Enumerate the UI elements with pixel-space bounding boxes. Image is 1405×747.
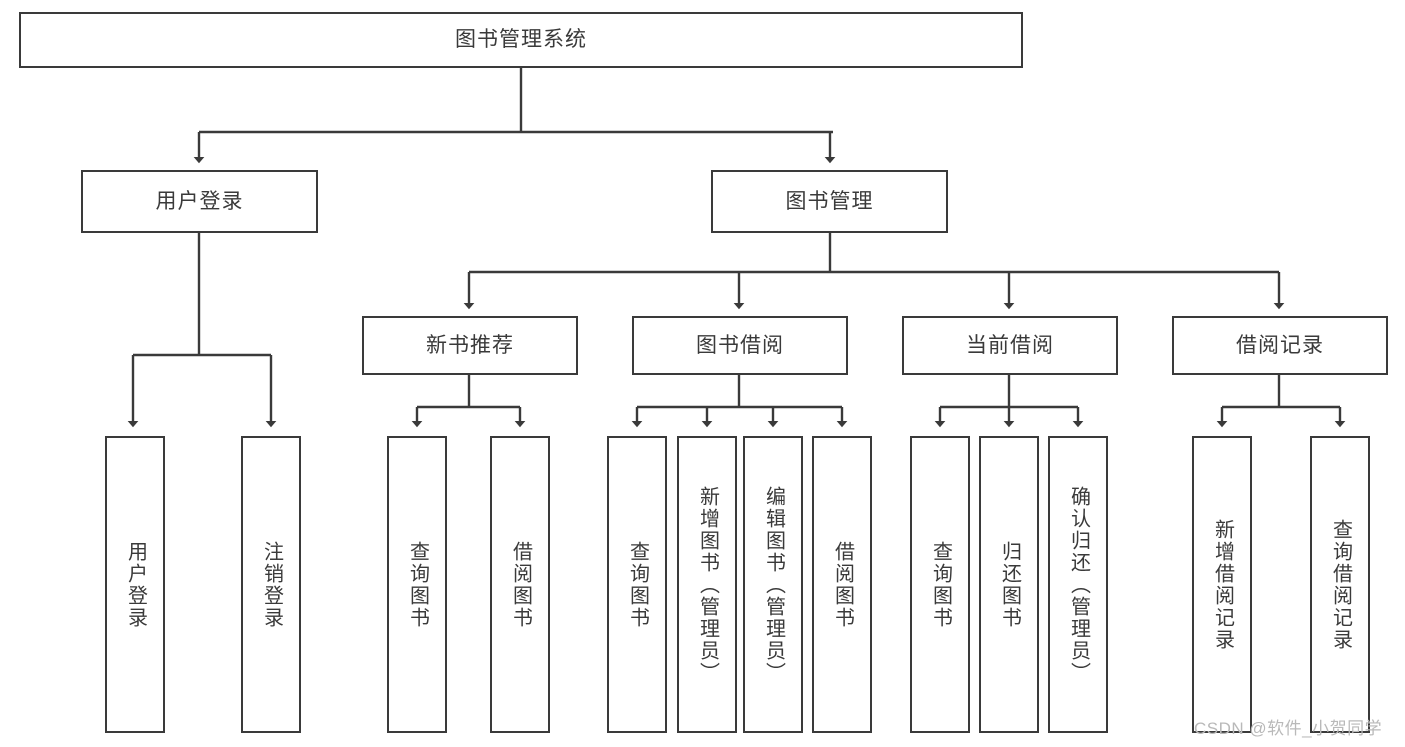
- node-current-borrow[interactable]: 当前借阅: [902, 316, 1118, 375]
- node-leaf-logout[interactable]: 注销登录: [241, 436, 301, 733]
- node-leaf-user-login-label: 用户登录: [124, 540, 147, 629]
- node-user-login[interactable]: 用户登录: [81, 170, 318, 233]
- node-leaf-confirm-return[interactable]: 确认归还（管理员）: [1048, 436, 1108, 733]
- node-leaf-query-book-1[interactable]: 查询图书: [387, 436, 447, 733]
- node-leaf-borrow-book-2[interactable]: 借阅图书: [812, 436, 872, 733]
- csdn-watermark: CSDN @软件_小贺同学: [1194, 719, 1383, 738]
- node-borrow-record-label: 借阅记录: [1236, 333, 1324, 357]
- node-leaf-edit-book[interactable]: 编辑图书（管理员）: [743, 436, 803, 733]
- node-leaf-logout-label: 注销登录: [260, 540, 283, 629]
- node-leaf-confirm-return-label: 确认归还（管理员）: [1067, 485, 1090, 684]
- node-leaf-add-book-label: 新增图书（管理员）: [696, 485, 719, 684]
- node-leaf-add-record[interactable]: 新增借阅记录: [1192, 436, 1252, 733]
- node-new-book-recommend-label: 新书推荐: [426, 333, 514, 357]
- node-leaf-query-record-label: 查询借阅记录: [1329, 518, 1352, 651]
- node-leaf-return-book-label: 归还图书: [998, 540, 1021, 629]
- node-book-management[interactable]: 图书管理: [711, 170, 948, 233]
- node-leaf-query-book-1-label: 查询图书: [406, 540, 429, 629]
- node-leaf-query-book-2-label: 查询图书: [626, 540, 649, 629]
- node-book-management-label: 图书管理: [785, 189, 874, 213]
- node-book-borrow-label: 图书借阅: [696, 333, 784, 357]
- node-leaf-borrow-book-2-label: 借阅图书: [831, 540, 854, 629]
- node-leaf-query-book-3[interactable]: 查询图书: [910, 436, 970, 733]
- node-leaf-borrow-book-1-label: 借阅图书: [509, 540, 532, 629]
- node-root-label: 图书管理系统: [455, 28, 587, 52]
- node-leaf-query-record[interactable]: 查询借阅记录: [1310, 436, 1370, 733]
- node-leaf-user-login[interactable]: 用户登录: [105, 436, 165, 733]
- node-leaf-edit-book-label: 编辑图书（管理员）: [762, 485, 785, 684]
- node-leaf-query-book-3-label: 查询图书: [929, 540, 952, 629]
- node-current-borrow-label: 当前借阅: [966, 333, 1054, 357]
- node-new-book-recommend[interactable]: 新书推荐: [362, 316, 578, 375]
- node-leaf-query-book-2[interactable]: 查询图书: [607, 436, 667, 733]
- node-borrow-record[interactable]: 借阅记录: [1172, 316, 1388, 375]
- node-leaf-add-book[interactable]: 新增图书（管理员）: [677, 436, 737, 733]
- node-leaf-borrow-book-1[interactable]: 借阅图书: [490, 436, 550, 733]
- node-user-login-label: 用户登录: [155, 189, 244, 213]
- node-leaf-add-record-label: 新增借阅记录: [1211, 518, 1234, 651]
- node-book-borrow[interactable]: 图书借阅: [632, 316, 848, 375]
- node-root[interactable]: 图书管理系统: [19, 12, 1023, 68]
- node-leaf-return-book[interactable]: 归还图书: [979, 436, 1039, 733]
